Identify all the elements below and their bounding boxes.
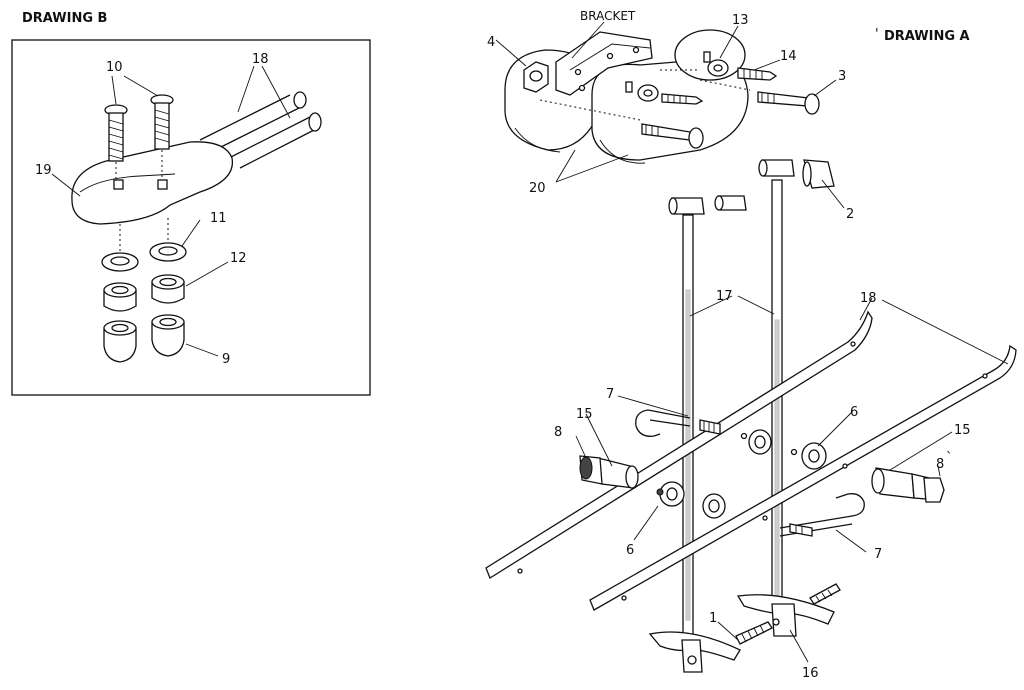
rail-right <box>589 344 1017 611</box>
nut <box>103 282 137 312</box>
foot-right <box>736 594 835 637</box>
washer <box>149 242 187 262</box>
screw-1 <box>735 583 841 645</box>
drawing-a-mark: ' <box>875 27 879 42</box>
rail-left <box>485 310 873 579</box>
label-cap-2: 2 <box>846 207 854 222</box>
nut <box>151 274 185 304</box>
label-spacer-right: 15 <box>954 423 971 438</box>
u-bolt-left <box>635 409 721 437</box>
washer <box>101 252 139 272</box>
label-washer-13: 13 <box>732 13 749 28</box>
lock-nut <box>103 320 137 363</box>
square-hole <box>157 179 168 190</box>
carriage-bolt <box>104 104 128 180</box>
label-rails: 18 <box>252 52 269 67</box>
label-bolt-3: 3 <box>838 69 846 84</box>
lock-nut <box>151 314 185 357</box>
label-nuts: 12 <box>230 251 247 266</box>
label-plates-20: 20 <box>529 181 546 196</box>
bushing <box>740 429 772 455</box>
bolt-3 <box>641 91 820 149</box>
label-cap-nut-right: 8 <box>936 457 944 472</box>
square-hole <box>113 179 124 190</box>
nut-4 <box>523 61 549 93</box>
label-screw-1: 1 <box>709 611 717 626</box>
foot-left <box>648 631 741 673</box>
label-carriage-bolts: 10 <box>106 60 123 75</box>
label-handle-17: 17 <box>716 289 733 304</box>
label-u-bolt-right: 7 <box>874 547 882 562</box>
cap-nut-right-mark: ` <box>946 451 953 466</box>
label-bushing-right: 6 <box>850 405 858 420</box>
screw-14 <box>661 67 778 105</box>
u-bolt-right <box>779 493 865 537</box>
drawing-b: DRAWING B <box>11 11 371 396</box>
bushing <box>790 442 827 470</box>
drawing-a-title: DRAWING A <box>884 29 970 44</box>
label-screw-14: 14 <box>780 49 797 64</box>
bracket-label: BRACKET <box>580 9 636 23</box>
washer-13 <box>625 51 729 102</box>
label-cap-nut-left: 8 <box>554 425 562 440</box>
label-rail-18: 18 <box>860 291 877 306</box>
label-foot-16: 16 <box>802 666 819 681</box>
carriage-bolt <box>150 94 174 180</box>
label-u-bolt-left: 7 <box>606 387 614 402</box>
label-washers: 11 <box>210 211 227 226</box>
bushing <box>656 481 685 507</box>
bracket <box>555 31 653 96</box>
label-spacer-left: 15 <box>576 407 593 422</box>
label-bushing-left: 6 <box>626 543 634 558</box>
spacer-left <box>579 455 639 489</box>
drawing-b-title: DRAWING B <box>22 11 107 26</box>
label-nut: 4 <box>487 35 495 50</box>
bracket-plate-19 <box>71 141 234 225</box>
drawing-b-frame <box>11 39 371 396</box>
label-bracket-plate: 19 <box>35 163 52 178</box>
spacer-right <box>871 467 945 503</box>
bushing <box>702 493 726 519</box>
drawing-b-rails <box>199 91 322 169</box>
label-lock-nuts: 9 <box>222 352 230 367</box>
drawing-a: ' DRAWING A BRACKET <box>485 9 1017 681</box>
